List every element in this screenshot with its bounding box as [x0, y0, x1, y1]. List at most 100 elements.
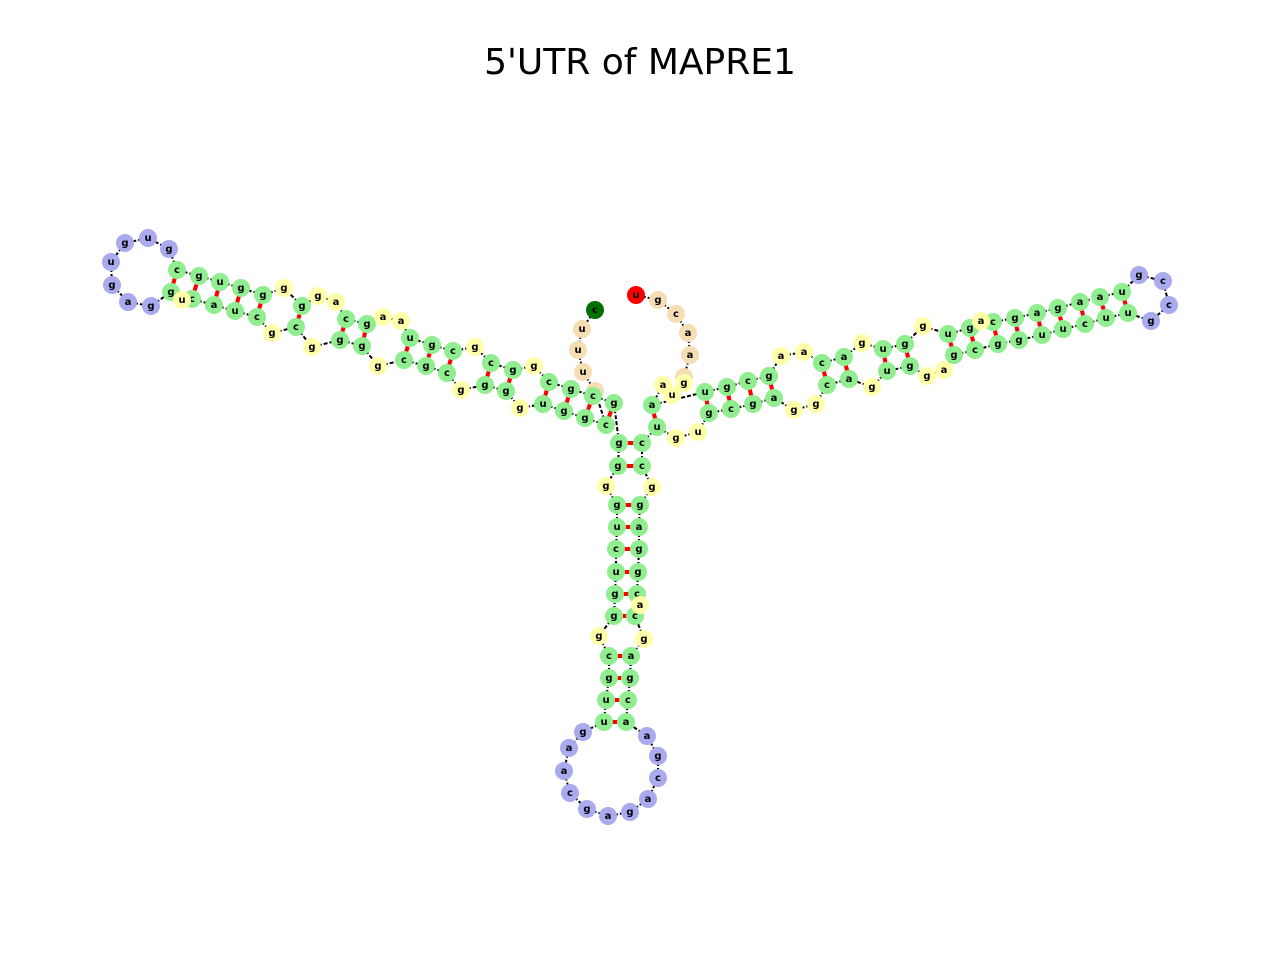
nucleotide-letter: c [613, 544, 619, 555]
nucleotide-letter: u [602, 695, 609, 706]
nucleotide-circle [878, 362, 896, 380]
nucleotide-letter: g [481, 380, 488, 391]
nucleotide-letter: g [868, 382, 875, 393]
nucleotide-stem: c [482, 354, 500, 372]
nucleotide-circle [1160, 296, 1178, 314]
nucleotide-circle [739, 372, 757, 390]
nucleotide-circle [835, 348, 853, 366]
nucleotide-circle [605, 394, 623, 412]
nucleotide-letter: u [178, 295, 185, 306]
nucleotide-circle [1154, 272, 1172, 290]
nucleotide-circle [293, 297, 311, 315]
backbone-link [377, 359, 405, 367]
nucleotide-letter: g [648, 482, 655, 493]
nucleotide-letter: g [583, 804, 590, 815]
nucleotide-circle [248, 308, 266, 326]
nucleotide-circle [1091, 288, 1109, 306]
nucleotide-circle [452, 381, 470, 399]
nucleotide-interior: a [772, 347, 790, 365]
nucleotide-letter: g [626, 673, 633, 684]
nucleotide-circle [600, 647, 618, 665]
nucleotide-letter: g [579, 727, 586, 738]
nucleotide-letter: c [625, 695, 631, 706]
nucleotide-letter: u [632, 290, 639, 301]
nucleotide-hairpin-loop: c [649, 769, 667, 787]
nucleotide-stem: c [722, 400, 740, 418]
nucleotide-letter: g [195, 271, 202, 282]
nucleotide-circle [597, 477, 615, 495]
nucleotide-circle [1097, 309, 1115, 327]
nucleotide-stem: c [337, 310, 355, 328]
nucleotide-circle [211, 273, 229, 291]
nucleotide-letter: u [231, 306, 238, 317]
nucleotide-interior: u [689, 423, 707, 441]
nucleotide-hairpin-loop: c [1154, 272, 1172, 290]
nucleotide-letter: c [450, 346, 456, 357]
nucleotide-interior: u [663, 386, 681, 404]
nucleotide-letter: c [655, 773, 661, 784]
nucleotide-letter: c [1166, 300, 1172, 311]
nucleotide-stem: g [232, 279, 250, 297]
nucleotide-unpaired: u [569, 341, 587, 359]
nucleotide-circle [1113, 283, 1131, 301]
nucleotide-circle [1054, 320, 1072, 338]
nucleotide-circle [608, 496, 626, 514]
nucleotide-letter: a [771, 393, 778, 404]
nucleotide-letter: g [308, 342, 315, 353]
nucleotide-interior: a [935, 361, 953, 379]
nucleotide-stem: g [610, 434, 628, 452]
nucleotide-interior: g [914, 317, 932, 335]
nucleotide-hairpin-loop: g [1130, 266, 1148, 284]
nucleotide-letter: a [778, 351, 785, 362]
nucleotide-interior: g [853, 334, 871, 352]
nucleotide-letter: c [174, 265, 180, 276]
nucleotide-circle [1076, 315, 1094, 333]
nucleotide-circle [369, 357, 387, 375]
nucleotide-letter: c [590, 391, 596, 402]
nucleotide-interior: g [597, 477, 615, 495]
nucleotide-letter: u [579, 367, 586, 378]
nucleotide-letter: a [841, 352, 848, 363]
nucleotide-letter: u [1102, 313, 1109, 324]
nucleotide-letter: g [950, 350, 957, 361]
nucleotide-circle [663, 386, 681, 404]
nucleotide-letter: u [539, 399, 546, 410]
nucleotide-circle [633, 434, 651, 452]
nucleotide-letter: g [765, 371, 772, 382]
nucleotide-hairpin-loop: g [160, 240, 178, 258]
nucleotide-circle [607, 563, 625, 581]
nucleotide-letter: g [422, 361, 429, 372]
nucleotide-stem: g [605, 607, 623, 625]
nucleotide-letter: a [649, 400, 656, 411]
nucleotide-letter: c [639, 461, 645, 472]
nucleotide-stem: g [1049, 299, 1067, 317]
nucleotide-letter: g [1015, 335, 1022, 346]
nucleotide-circle [287, 318, 305, 336]
nucleotide-letter: g [906, 361, 913, 372]
nucleotide-circle [608, 518, 626, 536]
nucleotide-circle [116, 234, 134, 252]
nucleotide-letter: u [612, 567, 619, 578]
nucleotide-unpaired: c [667, 305, 685, 323]
nucleotide-letter: u [653, 422, 660, 433]
nucleotide-letter: g [923, 371, 930, 382]
nucleotide-letter: g [994, 339, 1001, 350]
nucleotide-interior: g [511, 399, 529, 417]
nucleotide-letter: c [603, 420, 609, 431]
nucleotide-letter: g [790, 405, 797, 416]
nucleotide-unpaired: u [573, 320, 591, 338]
nucleotide-hairpin-loop: g [1142, 312, 1160, 330]
nucleotide-circle [190, 267, 208, 285]
nucleotide-interior: g [369, 357, 387, 375]
nucleotide-circle [649, 747, 667, 765]
nucleotide-letter: g [595, 631, 602, 642]
nucleotide-letter: c [634, 589, 640, 600]
nucleotide-circle [914, 317, 932, 335]
nucleotide-stem: c [619, 691, 637, 709]
nucleotide-letter: a [628, 651, 635, 662]
nucleotide-circle [597, 416, 615, 434]
nucleotide-unpaired: a [679, 324, 697, 342]
nucleotide-circle [675, 374, 693, 392]
nucleotide-interior: g [643, 478, 661, 496]
nucleotide-stem: a [643, 396, 661, 414]
